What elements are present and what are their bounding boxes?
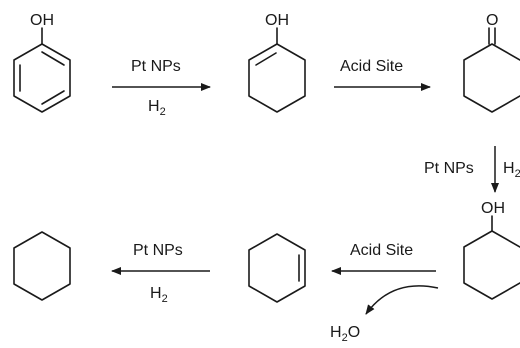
step4-arrow-group: Acid Site H2O	[330, 242, 439, 344]
cyclohexenol-molecule: OH	[248, 12, 306, 113]
cyclohexanone-ring	[463, 43, 520, 113]
cyclohexanone-molecule: O	[463, 12, 520, 113]
cyclohexanol-ring	[463, 230, 520, 300]
water-elimination-arrow	[365, 285, 439, 315]
phenol-molecule: OH	[13, 12, 71, 113]
step5-arrow-group: Pt NPs H2	[111, 242, 210, 305]
water-byproduct-label: H2O	[330, 324, 360, 344]
cyclohexane-ring	[13, 231, 71, 301]
step1-catalyst-label: Pt NPs	[131, 58, 181, 75]
cyclohexenol-ring	[248, 43, 306, 113]
phenol-oh-label: OH	[30, 12, 54, 29]
step5-reagent-label: H2	[150, 285, 168, 305]
cyclohexane-molecule	[13, 231, 71, 301]
step1-arrow-group: Pt NPs H2	[112, 58, 211, 118]
step2-catalyst-label: Acid Site	[340, 58, 403, 75]
step1-reagent-label: H2	[148, 98, 166, 118]
step4-catalyst-label: Acid Site	[350, 242, 413, 259]
cyclohexene-ring	[248, 233, 306, 303]
cyclohexanone-o-label: O	[486, 12, 498, 29]
phenol-ring	[13, 43, 71, 113]
step3-reagent-label: H2	[503, 160, 520, 180]
step2-arrow-group: Acid Site	[334, 58, 431, 91]
step3-catalyst-label: Pt NPs	[424, 160, 474, 177]
step5-catalyst-label: Pt NPs	[133, 242, 183, 259]
cyclohexenol-oh-label: OH	[265, 12, 289, 29]
cyclohexene-molecule	[248, 233, 306, 303]
cyclohexanol-molecule: OH	[463, 200, 520, 300]
step3-arrow-group: Pt NPs H2	[424, 146, 520, 193]
cyclohexanol-oh-label: OH	[481, 200, 505, 217]
